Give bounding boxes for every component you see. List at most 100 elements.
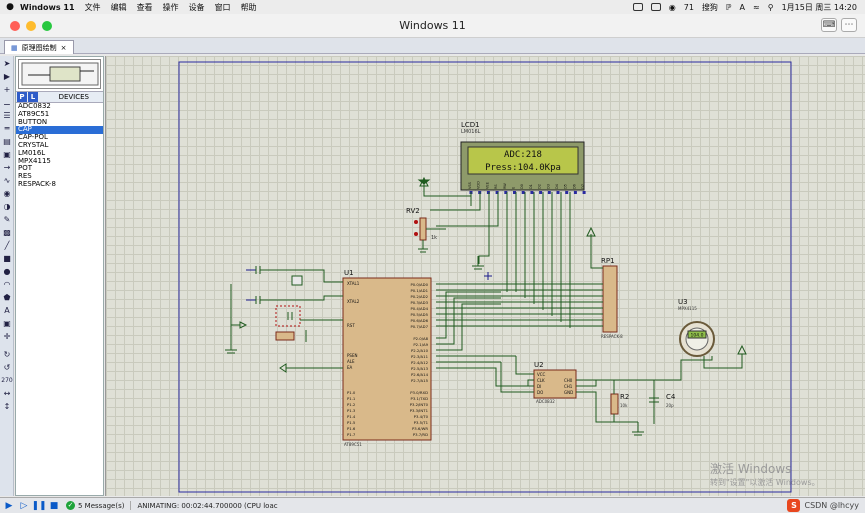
step-icon[interactable]: ▷ xyxy=(20,500,28,511)
menu-view[interactable]: 查看 xyxy=(136,2,153,12)
rotate-ccw-icon[interactable]: ↺ xyxy=(3,362,11,372)
lcd1[interactable]: LCD1 LM016L ADC:218 Press:104.0Kpa xyxy=(460,121,585,191)
rp1[interactable]: RP1 RESPACK-8 xyxy=(586,226,623,339)
device-item[interactable]: CAP-POL xyxy=(18,133,48,142)
graph-tool-icon[interactable]: ∿ xyxy=(3,175,11,185)
text-tool-icon[interactable]: ☰ xyxy=(3,110,11,120)
bluetooth-icon[interactable]: ℙ xyxy=(725,2,732,12)
component-tool-icon[interactable]: ▶ xyxy=(3,71,11,81)
sogou-icon[interactable]: S xyxy=(787,498,801,512)
pause-icon[interactable]: ❚❚ xyxy=(31,500,47,511)
lcd1-ref: LCD1 xyxy=(461,121,480,129)
messages-indicator[interactable]: ✓ 5 Message(s) xyxy=(66,501,132,510)
more-icon[interactable]: ⋯ xyxy=(841,18,857,32)
wifi-icon[interactable]: ≈ xyxy=(753,2,760,12)
u1-port2-pin: P2.7/A15 xyxy=(411,378,429,383)
device-item[interactable]: ADC0832 xyxy=(18,102,51,110)
device-item-selected[interactable]: CAP xyxy=(16,126,103,135)
u1-port2-pin: P2.6/A14 xyxy=(411,372,429,377)
pick-devices-button[interactable]: P xyxy=(17,92,27,102)
lcd-pin-state xyxy=(486,191,490,194)
probe-tool-icon[interactable]: ✎ xyxy=(3,214,11,224)
bus-tool-icon[interactable]: ═ xyxy=(4,123,10,133)
zoom-window-button[interactable] xyxy=(42,21,52,31)
box-tool-icon[interactable]: ■ xyxy=(3,253,11,263)
edit-icon[interactable] xyxy=(650,3,661,11)
tab-schematic[interactable]: ▦ 原理图绘制 × xyxy=(4,40,74,54)
u2-part: ADC0832 xyxy=(536,399,555,404)
sheet-border xyxy=(178,61,792,493)
play-icon[interactable]: ▶ xyxy=(5,500,13,511)
marker-tool-icon[interactable]: ✛ xyxy=(3,331,11,341)
lcd-pin-label: VEE xyxy=(485,182,489,189)
device-item[interactable]: MPX4115 xyxy=(18,156,51,165)
library-manager-button[interactable]: L xyxy=(28,92,38,102)
u2-ref: U2 xyxy=(534,361,544,369)
circle-tool-icon[interactable]: ● xyxy=(3,266,11,276)
line-tool-icon[interactable]: ╱ xyxy=(4,240,10,250)
close-tab-icon[interactable]: × xyxy=(60,43,67,52)
u1[interactable]: U1 AT89C51 XTAL1 XTAL2 RST PSEN ALE EA xyxy=(342,269,432,447)
screen-icon[interactable] xyxy=(632,3,643,11)
instrument-tool-icon[interactable]: ▩ xyxy=(3,227,11,237)
lcd-pin-state xyxy=(582,191,586,194)
minimize-window-button[interactable] xyxy=(26,21,36,31)
keyboard-icon[interactable]: ⌨ xyxy=(821,18,837,32)
device-list: ADC0832 AT89C51 BUTTON CAP CAP-POL CRYST… xyxy=(16,102,103,189)
text-draw-tool-icon[interactable]: A xyxy=(4,305,10,315)
lcd-pin-state xyxy=(556,191,560,194)
lcd-pin-label: RS xyxy=(494,184,498,189)
u3-ref: U3 xyxy=(678,298,688,306)
device-item[interactable]: LM016L xyxy=(18,148,46,157)
menu-edit[interactable]: 编辑 xyxy=(110,2,127,12)
device-item[interactable]: RESPACK-8 xyxy=(18,179,56,188)
wechat-icon[interactable]: ◉ xyxy=(668,2,676,12)
c4[interactable]: C4 20p xyxy=(649,393,676,408)
arc-tool-icon[interactable]: ◠ xyxy=(3,279,11,289)
device-item[interactable]: BUTTON xyxy=(18,117,48,126)
subcircuit-tool-icon[interactable]: ▤ xyxy=(3,136,11,146)
window-tools: ⌨ ⋯ xyxy=(821,18,857,32)
select-tool-icon[interactable]: ➤ xyxy=(3,58,11,68)
terminal-tool-icon[interactable]: ▣ xyxy=(3,149,11,159)
lcd-pin-label: D0 xyxy=(520,184,524,189)
mirror-v-icon[interactable]: ↕ xyxy=(3,401,11,411)
device-item[interactable]: POT xyxy=(18,164,33,173)
mirror-h-icon[interactable]: ↔ xyxy=(3,388,11,398)
lcd-pin-label: D2 xyxy=(538,184,542,189)
rv2[interactable]: RV2 1k xyxy=(406,207,446,253)
symbol-tool-icon[interactable]: ▣ xyxy=(3,318,11,328)
pin-tool-icon[interactable]: → xyxy=(3,162,11,172)
menu-action[interactable]: 操作 xyxy=(162,2,179,12)
u1-pin-ale: ALE xyxy=(347,359,355,364)
u2[interactable]: U2 ADC0832 VCC CLK DI DO CH0 CH1 GND xyxy=(533,361,577,404)
u3[interactable]: U3 MPX4115 104.0 xyxy=(678,298,747,369)
device-item[interactable]: CRYSTAL xyxy=(18,140,49,149)
apple-icon[interactable]: ● xyxy=(6,2,14,12)
menu-devices[interactable]: 设备 xyxy=(188,2,205,12)
device-item[interactable]: RES xyxy=(18,172,32,181)
ime-indicator[interactable]: 搜狗 xyxy=(701,2,718,12)
u1-port0-pin: P0.7/AD7 xyxy=(410,324,428,329)
lcd-pin-state xyxy=(513,191,516,194)
generator-tool-icon[interactable]: ◑ xyxy=(3,201,11,211)
path-tool-icon[interactable]: ⬟ xyxy=(3,292,11,302)
app-menu[interactable]: Windows 11 xyxy=(20,2,75,12)
menu-help[interactable]: 帮助 xyxy=(240,2,257,12)
u1-port2-pin: P2.4/A12 xyxy=(411,360,429,365)
close-window-button[interactable] xyxy=(10,21,20,31)
label-tool-icon[interactable]: ⚊ xyxy=(3,97,11,107)
r2[interactable]: R2 10k xyxy=(610,380,629,422)
stop-icon[interactable]: ■ xyxy=(49,500,59,511)
tape-tool-icon[interactable]: ◉ xyxy=(3,188,11,198)
rotate-cw-icon[interactable]: ↻ xyxy=(3,349,11,359)
device-item[interactable]: AT89C51 xyxy=(18,109,50,118)
junction-tool-icon[interactable]: + xyxy=(3,84,11,94)
search-icon[interactable]: ⚲ xyxy=(767,2,774,12)
u2-pin-ch0: CH0 xyxy=(564,378,573,383)
input-letter[interactable]: A xyxy=(739,2,746,12)
rv2-ref: RV2 xyxy=(406,207,420,215)
menu-window[interactable]: 窗口 xyxy=(214,2,231,12)
menu-file[interactable]: 文件 xyxy=(84,2,101,12)
